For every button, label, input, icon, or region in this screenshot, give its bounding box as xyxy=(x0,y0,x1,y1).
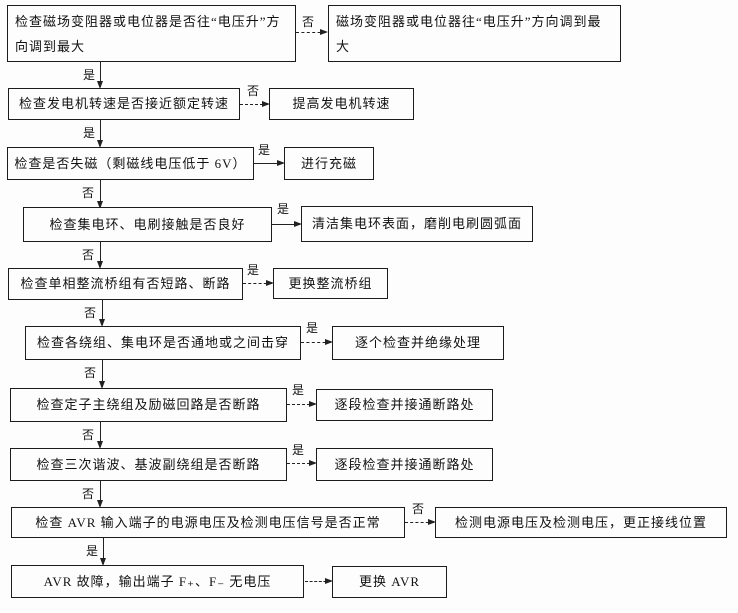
action-box: 逐段检查并接通断路处 xyxy=(316,389,493,421)
action-text: 更换 AVR xyxy=(358,574,421,589)
check-text: 检查定子主绕组及励磁回路是否断路 xyxy=(36,397,261,412)
branch-arrow xyxy=(296,29,328,35)
down-arrow xyxy=(96,481,103,508)
down-arrow xyxy=(96,422,103,449)
check-box: AVR 故障，输出端子 F₊、F₋ 无电压 xyxy=(11,565,304,598)
action-text: 检测电源电压及检测电压，更正接线位置 xyxy=(454,514,707,530)
action-box: 提高发电机转速 xyxy=(269,88,414,120)
check-box: 检查发电机转速是否接近额定转速 xyxy=(8,88,240,120)
branch-label: 是 xyxy=(306,321,319,335)
action-box: 更换整流桥组 xyxy=(273,268,388,299)
check-box: 检查三次谐波、基波副绕组是否断路 xyxy=(10,448,287,481)
check-text: 检查磁场变阻器或电位器是否往“电压升”方向调到最大 xyxy=(15,13,281,54)
check-box: 检查单相整流桥组有否短路、断路 xyxy=(8,268,243,300)
down-arrow xyxy=(96,180,103,209)
action-box: 清洁集电环表面，磨削电刷圆弧面 xyxy=(301,206,533,242)
check-box: 检查集电环、电刷接触是否良好 xyxy=(23,207,272,242)
check-box: 检查 AVR 输入端子的电源电压及检测电压信号是否正常 xyxy=(11,507,405,538)
branch-arrow xyxy=(272,221,302,227)
branch-label: 是 xyxy=(247,263,260,277)
down-arrow xyxy=(99,538,106,566)
down-label: 否 xyxy=(82,186,95,200)
down-arrow xyxy=(98,360,105,389)
down-label: 是 xyxy=(86,544,99,558)
branch-label: 是 xyxy=(292,383,305,397)
action-text: 逐个检查并绝缘处理 xyxy=(354,335,481,350)
branch-arrow xyxy=(301,339,333,345)
down-label: 是 xyxy=(83,68,96,82)
check-text: 检查集电环、电刷接触是否良好 xyxy=(49,216,246,232)
branch-arrow xyxy=(240,101,270,107)
action-text: 清洁集电环表面，磨削电刷圆弧面 xyxy=(311,216,522,231)
check-box: 检查各绕组、集电环是否通地或之间击穿 xyxy=(25,326,301,360)
check-box: 检查是否失磁（剩磁线电压低于 6V） xyxy=(7,147,254,180)
action-box: 进行充磁 xyxy=(284,147,374,180)
down-label: 是 xyxy=(83,126,96,140)
branch-arrow xyxy=(287,460,317,466)
down-label: 否 xyxy=(84,306,97,320)
down-label: 否 xyxy=(84,366,97,380)
down-arrow xyxy=(98,300,105,327)
check-text: AVR 故障，输出端子 F₊、F₋ 无电压 xyxy=(43,573,272,589)
branch-label: 否 xyxy=(247,84,260,98)
action-text: 逐段检查并接通断路处 xyxy=(334,397,475,412)
check-text: 检查单相整流桥组有否短路、断路 xyxy=(20,276,231,291)
check-text: 检查各绕组、集电环是否通地或之间击穿 xyxy=(36,335,289,350)
branch-label: 否 xyxy=(412,502,425,516)
action-box: 更换 AVR xyxy=(332,566,447,598)
branch-label: 是 xyxy=(277,202,290,216)
branch-arrow xyxy=(305,578,333,584)
action-text: 更换整流桥组 xyxy=(288,275,373,291)
check-box: 检查定子主绕组及励磁回路是否断路 xyxy=(10,388,287,422)
action-text: 进行充磁 xyxy=(300,155,357,171)
action-box: 检测电源电压及检测电压，更正接线位置 xyxy=(435,507,727,538)
down-arrow xyxy=(96,62,103,89)
branch-arrow xyxy=(243,280,274,286)
action-box: 逐个检查并绝缘处理 xyxy=(332,326,504,360)
action-text: 磁场变阻器或电位器往“电压升”方向调到最大 xyxy=(336,13,602,54)
branch-label: 是 xyxy=(258,143,271,157)
down-arrow xyxy=(96,242,103,269)
action-box: 逐段检查并接通断路处 xyxy=(316,448,493,481)
check-text: 检查是否失磁（剩磁线电压低于 6V） xyxy=(14,155,247,171)
branch-arrow xyxy=(287,401,317,407)
down-label: 否 xyxy=(82,248,95,262)
check-text: 检查发电机转速是否接近额定转速 xyxy=(18,96,229,111)
action-text: 逐段检查并接通断路处 xyxy=(334,456,475,472)
action-box: 磁场变阻器或电位器往“电压升”方向调到最大 xyxy=(328,5,621,62)
branch-label: 否 xyxy=(302,15,315,29)
check-box: 检查磁场变阻器或电位器是否往“电压升”方向调到最大 xyxy=(7,5,296,62)
branch-arrow xyxy=(254,160,285,166)
check-text: 检查三次谐波、基波副绕组是否断路 xyxy=(36,456,261,472)
action-text: 提高发电机转速 xyxy=(292,96,391,111)
down-label: 否 xyxy=(82,487,95,501)
branch-arrow xyxy=(405,519,436,525)
down-label: 否 xyxy=(82,428,95,442)
check-text: 检查 AVR 输入端子的电源电压及检测电压信号是否正常 xyxy=(35,514,381,530)
branch-label: 是 xyxy=(292,443,305,457)
down-arrow xyxy=(96,120,103,148)
